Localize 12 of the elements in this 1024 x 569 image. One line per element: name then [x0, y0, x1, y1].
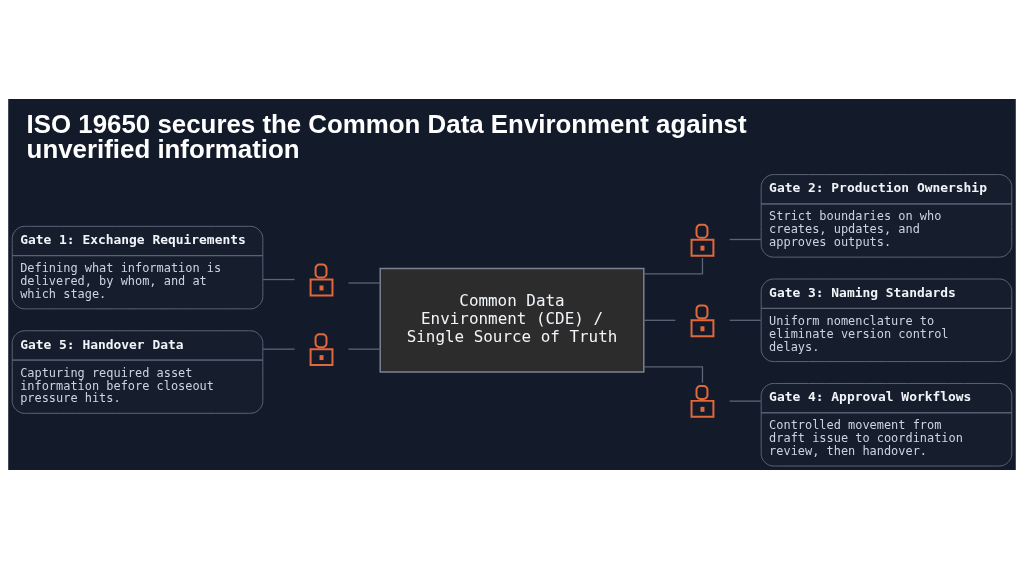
connector: [347, 348, 381, 350]
node-box: Common Data Environment (CDE) / Single Source of Truth: [379, 267, 645, 373]
connector: [643, 366, 704, 384]
connector: [729, 319, 762, 321]
connector: [347, 282, 381, 284]
connector: [643, 319, 677, 321]
connector: [729, 400, 762, 402]
diagram-title: ISO 19650 secures the Common Data Environment against unverified information: [26, 109, 747, 164]
connector: [729, 238, 762, 241]
connector: [262, 278, 296, 281]
connector: [643, 257, 704, 275]
connector: [262, 348, 296, 350]
